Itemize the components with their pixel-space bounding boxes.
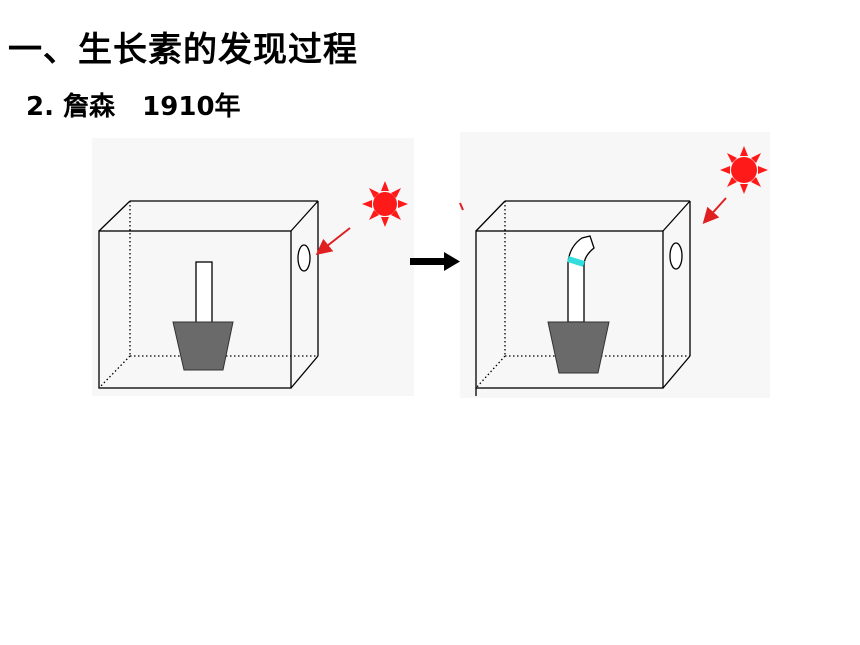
setup-after [459,132,770,398]
setup-before [92,138,414,396]
arrow-right-icon [410,252,460,271]
panel-background [92,138,414,396]
flower-pot [172,321,234,371]
sun-icon [720,146,768,194]
box-outline [98,200,319,389]
side-hole [669,242,683,270]
light-ray-arrow-icon [315,227,351,255]
seedling-straight [195,261,213,325]
light-ray-arrow-icon [702,197,727,224]
slide-title: 一、生长素的发现过程 [8,30,358,70]
bend-band [567,256,585,267]
panel-background [460,132,770,398]
sun-icon [362,181,408,227]
slide-subtitle: 2. 詹森 1910年 [26,92,241,122]
flower-pot [547,321,610,374]
side-hole [297,244,311,272]
